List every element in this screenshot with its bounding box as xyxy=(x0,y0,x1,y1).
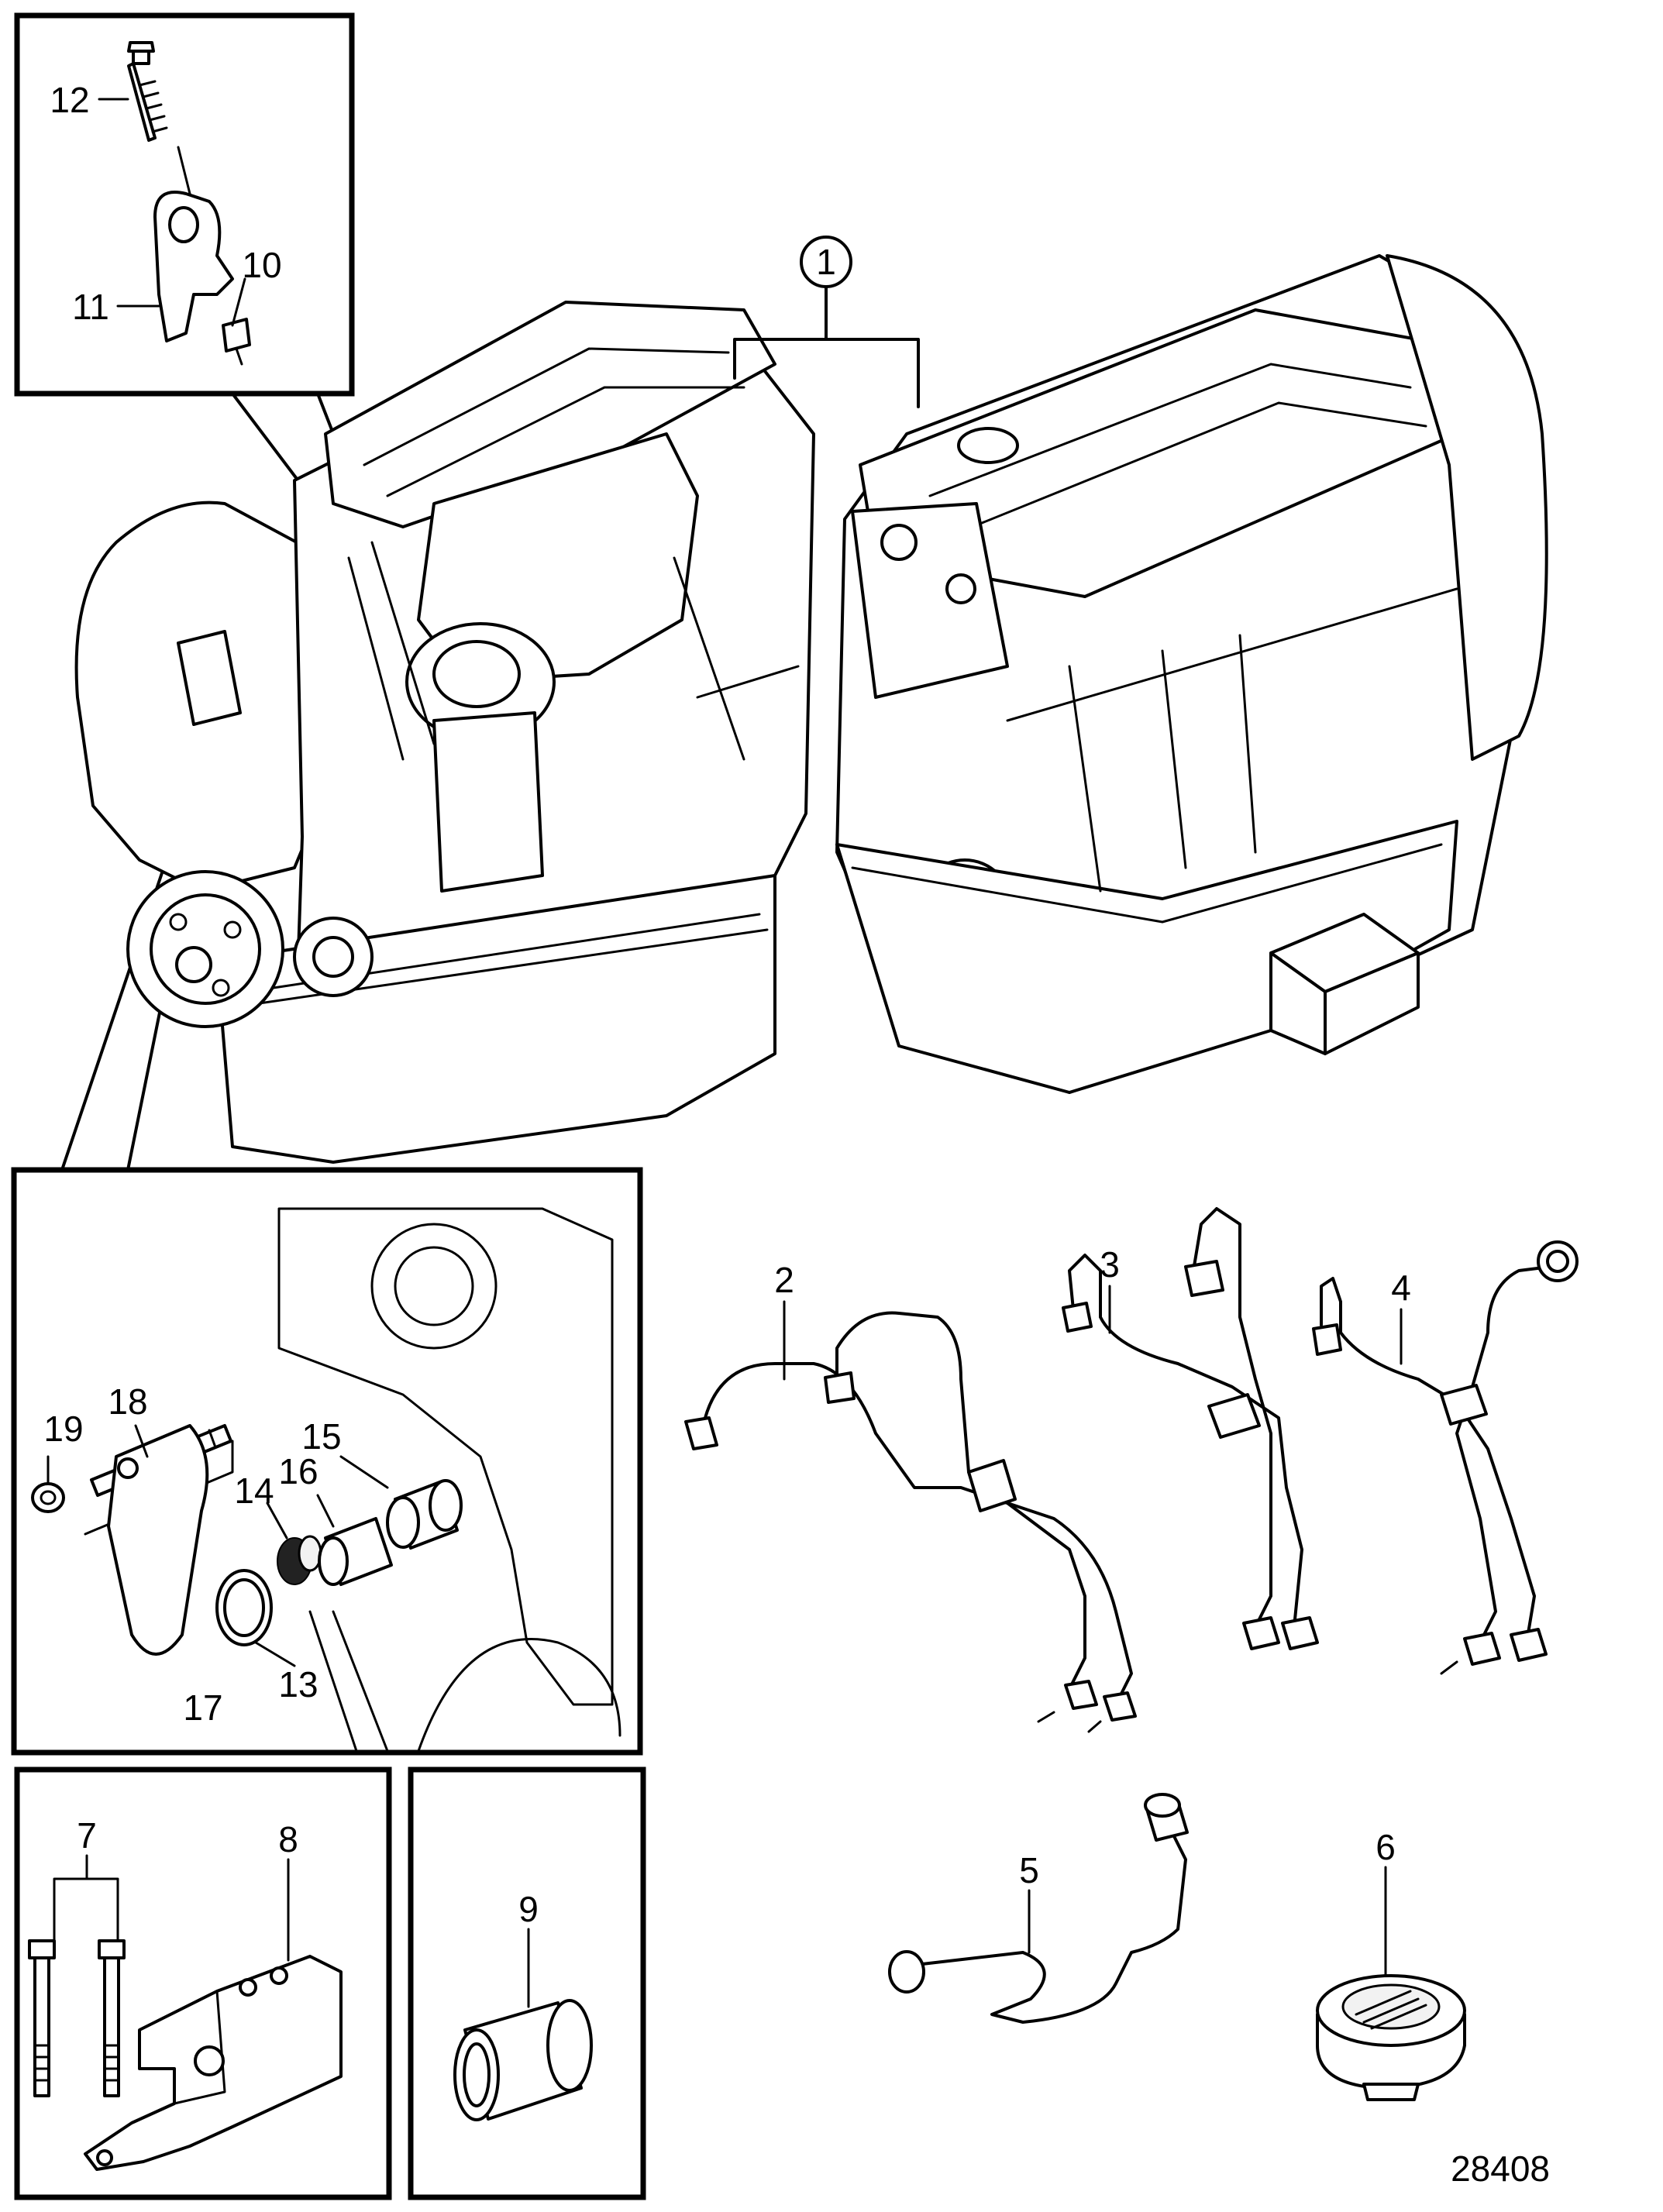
inset-box-bolt-bracket xyxy=(14,12,355,397)
label-18: 18 xyxy=(108,1381,147,1422)
idler-assembly-background xyxy=(277,1207,621,1753)
figure-id: 28408 xyxy=(1451,2148,1550,2189)
label-4: 4 xyxy=(1391,1268,1411,1308)
label-14: 14 xyxy=(234,1471,274,1511)
label-8: 8 xyxy=(278,1819,298,1859)
leader-13 xyxy=(254,1641,296,1667)
fuel-pipe-set-3 xyxy=(1062,1207,1319,1650)
label-10: 10 xyxy=(242,245,281,285)
label-19: 19 xyxy=(43,1409,83,1449)
leader-16 xyxy=(316,1494,335,1528)
leader-14 xyxy=(266,1502,288,1539)
label-16: 16 xyxy=(278,1451,318,1491)
leader-7 xyxy=(53,1854,119,1942)
leak-off-pipe-5 xyxy=(888,1793,1189,2024)
label-2: 2 xyxy=(774,1260,794,1300)
bolt-bracket-parts xyxy=(127,41,251,366)
fuel-pipe-set-2 xyxy=(684,1311,1137,1733)
inset-box-idler-assembly xyxy=(11,1167,643,1756)
fuel-pipe-set-4 xyxy=(1312,1240,1579,1675)
engine-right xyxy=(835,254,1548,1094)
callout-bracket-1 xyxy=(733,285,920,408)
bushing-part xyxy=(453,1999,593,2121)
inset-box-bracket-bolts xyxy=(14,1767,392,2200)
leader-15 xyxy=(339,1455,389,1489)
label-7: 7 xyxy=(77,1815,97,1856)
leader-18 xyxy=(134,1424,149,1458)
label-17: 17 xyxy=(183,1687,222,1728)
label-15: 15 xyxy=(301,1416,341,1457)
inset-box-bushing xyxy=(408,1767,646,2200)
oil-filler-cap-6 xyxy=(1316,1974,1466,2101)
callout-circle-1 xyxy=(800,236,852,288)
label-6: 6 xyxy=(1376,1827,1396,1867)
engine-left xyxy=(74,301,815,1164)
label-1: 1 xyxy=(816,242,836,282)
label-9: 9 xyxy=(518,1889,539,1929)
label-12: 12 xyxy=(50,80,89,120)
label-13: 13 xyxy=(278,1664,318,1705)
bracket-bolt-parts xyxy=(28,1939,343,2171)
label-5: 5 xyxy=(1019,1850,1039,1890)
label-3: 3 xyxy=(1100,1244,1120,1285)
label-11: 11 xyxy=(72,287,109,327)
idler-assembly-parts xyxy=(31,1424,463,1656)
